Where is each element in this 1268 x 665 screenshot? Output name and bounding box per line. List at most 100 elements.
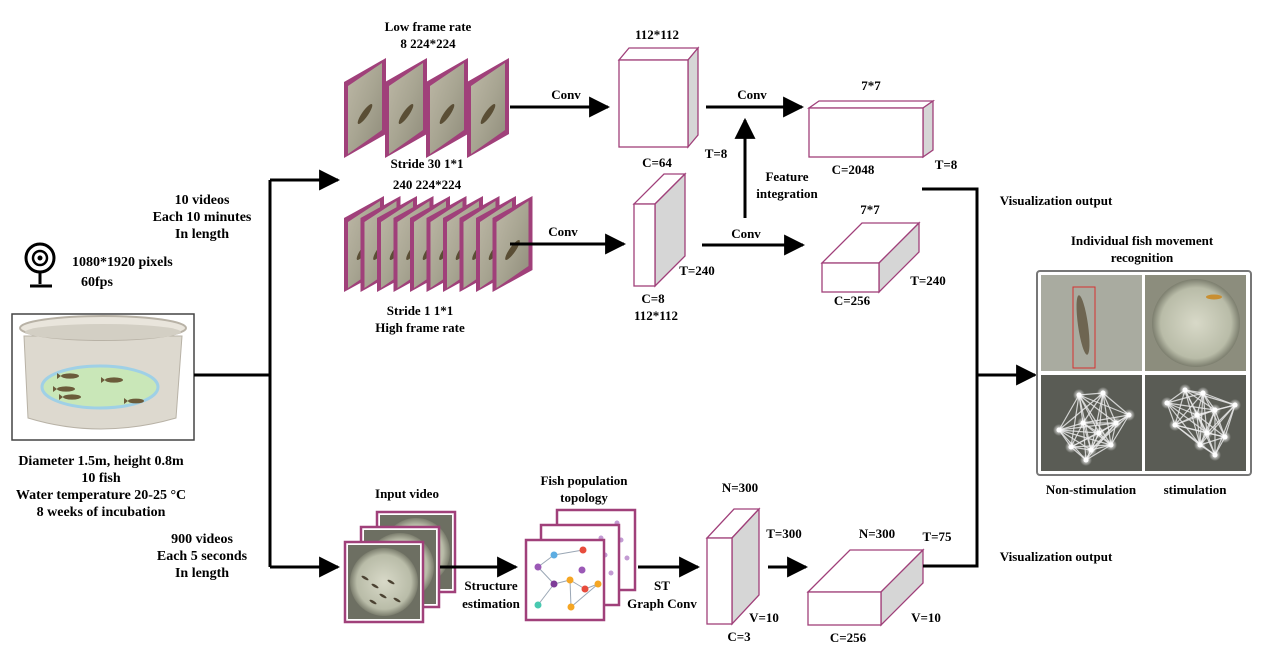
stim-graph-edge-2-4 bbox=[1174, 389, 1186, 426]
non-stim-graph-edge-1-7 bbox=[1078, 394, 1130, 416]
non-stim-graph-node-2 bbox=[1100, 390, 1106, 396]
result-panel bbox=[1036, 270, 1252, 476]
non-stim-graph-edge-2-5 bbox=[1098, 392, 1104, 434]
st-graph-conv-line2: Graph Conv bbox=[627, 596, 697, 611]
stim-graph-edge-1-3 bbox=[1166, 392, 1204, 404]
topology-node-9 bbox=[550, 580, 558, 588]
stim-graph-node-11 bbox=[1197, 442, 1203, 448]
non-stim-graph-node-7 bbox=[1126, 412, 1132, 418]
non-stim-graph-node-6 bbox=[1113, 420, 1119, 426]
slow-cube-1 bbox=[617, 46, 700, 149]
non-stimulation-label: Non-stimulation bbox=[1046, 482, 1137, 497]
fast-frames-stack bbox=[344, 196, 533, 292]
non-stim-graph-edge-2-4 bbox=[1082, 392, 1104, 424]
graph-image-non-stimulation bbox=[1041, 375, 1142, 471]
slow-path-dims: 8 224*224 bbox=[400, 36, 456, 51]
stim-graph-node-7 bbox=[1232, 402, 1238, 408]
input-video-frame-3 bbox=[343, 540, 425, 624]
stim-graph-node-2 bbox=[1182, 387, 1188, 393]
non-stim-graph-edge-4-11 bbox=[1082, 422, 1087, 461]
stim-graph-edge-1-8 bbox=[1166, 402, 1208, 434]
topology-edge-4 bbox=[569, 579, 572, 608]
stim-graph-node-5 bbox=[1194, 412, 1200, 418]
topology-node-3 bbox=[579, 546, 587, 554]
graph-cube-1 bbox=[705, 507, 761, 626]
feature-integration-line1: Feature bbox=[765, 169, 808, 184]
stim-graph-node-10 bbox=[1212, 452, 1218, 458]
stim-graph-edge-1-11 bbox=[1166, 402, 1201, 446]
graph-cube1-v: V=10 bbox=[749, 610, 779, 625]
non-stim-graph-node-11 bbox=[1083, 457, 1089, 463]
graph-cube-2 bbox=[806, 548, 925, 627]
tank-fish-count: 10 fish bbox=[81, 471, 121, 486]
stim-graph-node-9 bbox=[1222, 434, 1228, 440]
fish-tank-image bbox=[11, 313, 195, 441]
topology-line1: Fish population bbox=[540, 473, 628, 488]
structure-estimation-line1: Structure bbox=[464, 578, 517, 593]
non-stim-graph-node-4 bbox=[1080, 420, 1086, 426]
tank-incubation: 8 weeks of incubation bbox=[37, 505, 166, 520]
graph-cube2-v: V=10 bbox=[911, 610, 941, 625]
topology-node-10 bbox=[578, 566, 586, 574]
non-stim-graph-edge-4-7 bbox=[1082, 414, 1130, 424]
structure-estimation-line2: estimation bbox=[462, 596, 521, 611]
graph-cube2-t: T=75 bbox=[922, 529, 952, 544]
stim-graph-edge-3-4 bbox=[1174, 392, 1204, 426]
slow-frames-stack bbox=[344, 58, 509, 158]
result-panel-title-line1: Individual fish movement bbox=[1071, 233, 1214, 248]
non-stim-graph-node-5 bbox=[1096, 430, 1102, 436]
st-graph-conv-line1: ST bbox=[654, 578, 670, 593]
slow-cube1-time: T=8 bbox=[705, 146, 728, 161]
slow-path-title: Low frame rate bbox=[385, 19, 472, 34]
non-stim-graph-node-8 bbox=[1068, 444, 1074, 450]
topology-node-4 bbox=[566, 576, 574, 584]
upper-input-length: In length bbox=[175, 227, 229, 242]
stim-graph-node-8 bbox=[1204, 430, 1210, 436]
slow-path-stride: Stride 30 1*1 bbox=[391, 156, 464, 171]
camera-fps: 60fps bbox=[81, 275, 113, 290]
stim-graph-node-4 bbox=[1172, 422, 1178, 428]
upper-input-videos: 10 videos bbox=[175, 193, 230, 208]
non-stim-graph-node-1 bbox=[1076, 392, 1082, 398]
topology-node-5 bbox=[594, 580, 602, 588]
topology-graph-stack bbox=[524, 508, 637, 622]
non-stim-graph-edge-3-10 bbox=[1058, 429, 1112, 446]
input-split-lines bbox=[194, 169, 341, 578]
topology-edge-2 bbox=[537, 583, 555, 606]
fast-cube2-time: T=240 bbox=[910, 273, 946, 288]
fast-cube1-channels: C=8 bbox=[641, 291, 665, 306]
result-panel-title-line2: recognition bbox=[1111, 250, 1174, 265]
tank-temperature: Water temperature 20-25 °C bbox=[16, 488, 186, 503]
slow-frame-2 bbox=[385, 58, 427, 158]
fast-cube-1 bbox=[632, 172, 687, 288]
graph-cube2-c: C=256 bbox=[830, 630, 867, 645]
non-stim-graph-edge-7-9 bbox=[1090, 414, 1130, 451]
slow-cube2-size: 7*7 bbox=[861, 78, 881, 93]
fast-conv1-label: Conv bbox=[548, 224, 578, 239]
topology-edge-8 bbox=[553, 549, 584, 556]
slow-conv1-label: Conv bbox=[551, 87, 581, 102]
visualization-output-lower: Visualization output bbox=[1000, 549, 1113, 564]
stim-graph-node-3 bbox=[1200, 390, 1206, 396]
slow-conv2-label: Conv bbox=[737, 87, 767, 102]
topology-edge-9 bbox=[570, 583, 599, 608]
topology-node-7 bbox=[567, 603, 575, 611]
fast-cube1-size: 112*112 bbox=[634, 308, 678, 323]
slow-cube1-size: 112*112 bbox=[635, 27, 679, 42]
graph-cube1-c: C=3 bbox=[727, 629, 751, 644]
topology-node-2 bbox=[550, 551, 558, 559]
non-stim-graph-node-10 bbox=[1108, 442, 1114, 448]
stim-graph-edge-7-10 bbox=[1214, 404, 1236, 456]
topology-back-node-2-3 bbox=[608, 570, 614, 576]
topology-node-8 bbox=[581, 585, 589, 593]
topology-back-node-1-3 bbox=[624, 555, 630, 561]
slow-frame-4 bbox=[467, 58, 509, 158]
non-stim-graph-edge-2-9 bbox=[1090, 392, 1104, 451]
graph-cube1-n: N=300 bbox=[722, 480, 758, 495]
slow-cube2-time: T=8 bbox=[935, 157, 958, 172]
non-stim-graph-edge-1-3 bbox=[1058, 394, 1080, 431]
camera-icon bbox=[24, 242, 56, 288]
slow-frame-3 bbox=[426, 58, 468, 158]
visualization-output-upper: Visualization output bbox=[1000, 193, 1113, 208]
